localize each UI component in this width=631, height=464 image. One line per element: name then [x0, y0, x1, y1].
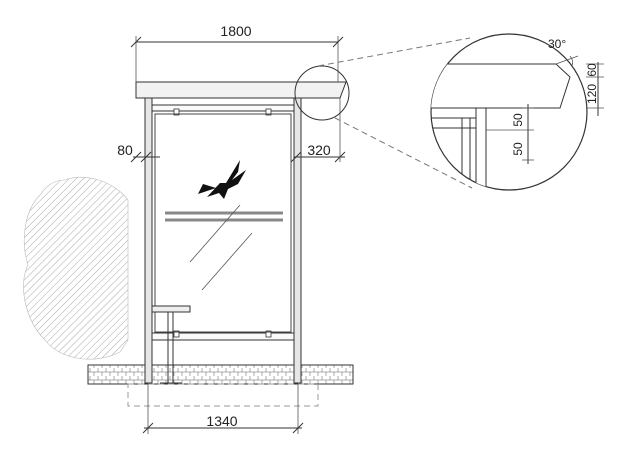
dimension-label-1340: 1340	[206, 413, 237, 429]
tree-hatch	[23, 176, 129, 360]
dimension-label-1800: 1800	[220, 23, 251, 39]
detail-label-50-lower: 50	[511, 142, 525, 156]
ground-paving	[87, 364, 354, 407]
detail-callout	[294, 37, 473, 189]
bench	[151, 305, 191, 384]
dimension-label-80: 80	[117, 142, 133, 158]
detail-label-120: 120	[585, 84, 599, 104]
posts	[144, 97, 302, 384]
dimension-right: 320	[290, 98, 346, 163]
bird-sticker-icon	[198, 160, 246, 199]
detail-circle: 30° 60 120 50 50	[430, 33, 604, 191]
dimension-top: 1800	[130, 23, 344, 82]
detail-label-angle: 30°	[548, 37, 566, 51]
roof	[135, 81, 347, 99]
detail-label-50-upper: 50	[511, 113, 525, 127]
detail-label-60: 60	[585, 63, 599, 77]
dimension-left: 80	[117, 142, 160, 163]
glass-panel	[154, 113, 292, 333]
dimension-label-320: 320	[307, 142, 331, 158]
dimension-bottom: 1340	[142, 384, 304, 434]
